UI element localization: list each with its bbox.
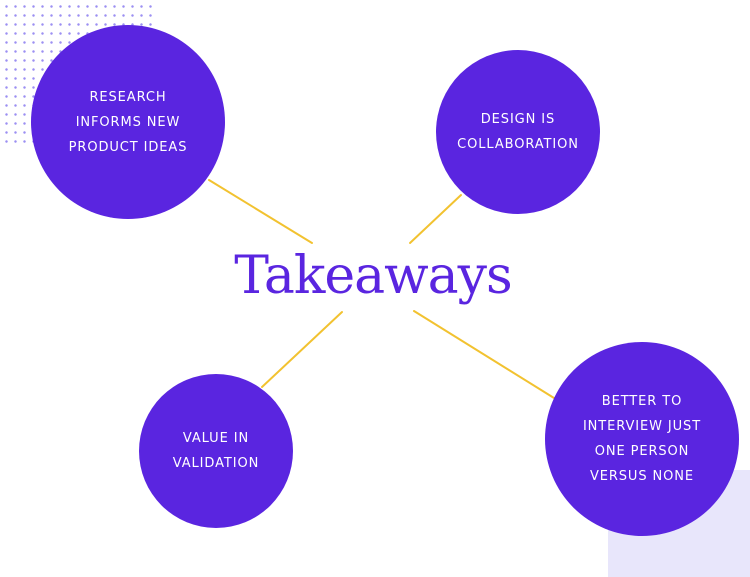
node-value-label: VALUE IN VALIDATION [172,431,260,471]
node-research-label: RESEARCH INFORMS NEW PRODUCT IDEAS [68,89,188,155]
connector-research [208,179,313,244]
node-design: DESIGN IS COLLABORATION [436,50,600,214]
node-better-label: BETTER TO INTERVIEW JUST ONE PERSON VERS… [582,394,702,484]
node-design-label: DESIGN IS COLLABORATION [457,112,579,152]
connector-value [261,311,343,388]
node-research: RESEARCH INFORMS NEW PRODUCT IDEAS [31,25,225,219]
node-value: VALUE IN VALIDATION [139,374,293,528]
connector-better [413,310,555,399]
node-better: BETTER TO INTERVIEW JUST ONE PERSON VERS… [545,342,739,536]
diagram-title: Takeaways [234,246,513,306]
connector-design [409,194,462,244]
